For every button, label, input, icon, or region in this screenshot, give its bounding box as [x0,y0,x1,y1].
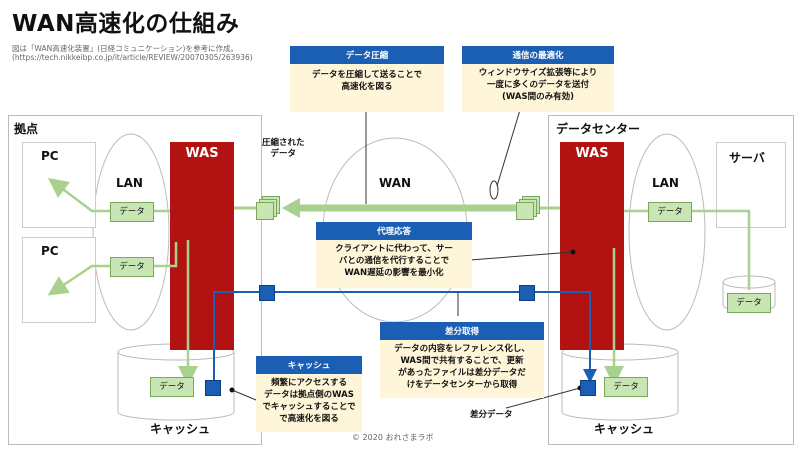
callout-proxy-head: 代理応答 [316,222,472,240]
callout-compression-body: データを圧縮して送ることで 高速化を図る [312,70,422,92]
server-db-lid [722,275,776,289]
server-data: データ [727,293,771,313]
callout-optimization: 通信の最適化 ウィンドウサイズ拡張等により 一度に多くのデータを送付 (WAS間… [462,46,614,112]
left-cache-label: キャッシュ [150,422,211,436]
left-lan-data-2: データ [110,257,154,277]
wan-label: WAN [379,176,412,190]
compressed-data-label: 圧縮された データ [262,138,305,159]
right-cache-data: データ [604,377,648,397]
callout-cache: キャッシュ 頻繁にアクセスする データは拠点側のWAS でキャッシュすることで … [256,356,362,432]
callout-compression-head: データ圧縮 [290,46,444,64]
diff-data-label: 差分データ [470,410,513,420]
callout-diff-head: 差分取得 [380,322,544,340]
left-was-label: WAS [185,146,219,161]
diff-block-right [519,285,535,301]
left-cache-diff-block [205,380,221,396]
right-site-label: データセンター [556,122,641,136]
source-note-line2: (https://tech.nikkeibp.co.jp/it/article/… [12,53,253,62]
callout-diff: 差分取得 データの内容をレファレンス化し、 WAS間で共有することで、更新 があ… [380,322,544,398]
page-title: WAN高速化の仕組み [12,11,240,37]
left-lan-data-1: データ [110,202,154,222]
pc-box-2[interactable]: PC [22,237,96,323]
right-cache-label: キャッシュ [594,422,655,436]
pc-label-1: PC [41,149,59,163]
left-was-box[interactable]: WAS [170,142,234,350]
right-lan-ellipse-top [628,133,706,331]
right-cache-diff-block [580,380,596,396]
right-lan-label: LAN [652,176,679,190]
diff-block-left [259,285,275,301]
callout-optimization-body: ウィンドウサイズ拡張等により 一度に多くのデータを送付 (WAS間のみ有効) [478,68,598,102]
left-site-label: 拠点 [14,122,39,136]
left-cache-data: データ [150,377,194,397]
callout-diff-body: データの内容をレファレンス化し、 WAS間で共有することで、更新 があったファイ… [394,344,530,390]
pc-box-1[interactable]: PC [22,142,96,228]
copyright: © 2020 おれさまラボ [352,433,434,442]
server-box[interactable]: サーバ [716,142,786,228]
callout-cache-body: 頻繁にアクセスする データは拠点側のWAS でキャッシュすることで で高速化を図… [262,378,356,424]
left-lan-ellipse-top [92,133,170,331]
source-note-line1: 図は「WAN高速化装置」(日経コミュニケーション)を参考に作成。 [12,44,238,53]
callout-compression: データ圧縮 データを圧縮して送ることで 高速化を図る [290,46,444,112]
right-was-label: WAS [575,146,609,161]
callout-cache-head: キャッシュ [256,356,362,374]
right-lan-data: データ [648,202,692,222]
callout-proxy: 代理応答 クライアントに代わって、サー バとの通信を代行することで WAN遅延の… [316,222,472,288]
right-was-box[interactable]: WAS [560,142,624,350]
server-label: サーバ [729,151,765,165]
callout-proxy-body: クライアントに代わって、サー バとの通信を代行することで WAN遅延の影響を最小… [335,244,453,278]
callout-optimization-head: 通信の最適化 [462,46,614,64]
left-lan-label: LAN [116,176,143,190]
pc-label-2: PC [41,244,59,258]
